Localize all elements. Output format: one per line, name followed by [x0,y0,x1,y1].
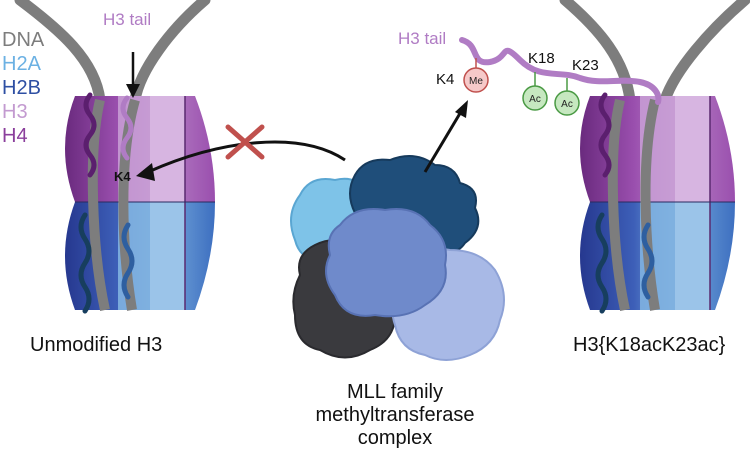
complex-subunit-midblue [325,208,447,318]
left-h2a-panel-light [150,202,185,310]
right-dna-wrap-2 [640,98,660,311]
left-h3-tail-label: H3 tail [103,10,152,29]
left-h2b-tail [78,212,92,314]
legend-h4: H4 [2,125,28,147]
right-k4-label: K4 [436,71,455,88]
right-caption: H3{K18acK23ac} [573,334,726,356]
blocked-arrow [147,140,346,174]
left-h2a-tail [121,222,135,300]
mll-complex [290,155,505,361]
left-h3-tail-squiggle [120,95,134,161]
legend-dna: DNA [2,29,45,51]
right-h2a-panel-light [675,202,710,310]
right-dna-strand-b [659,0,750,106]
me-text: Me [469,76,483,87]
right-h2a-tail [641,222,655,300]
ac-text-1: Ac [529,94,541,105]
right-nucleosome: Me Ac Ac [459,0,750,314]
complex-caption-line-1: MLL family [347,381,443,403]
right-h3-tail-label: H3 tail [398,29,447,48]
ac-text-2: Ac [561,99,573,110]
right-dna-wrap [607,98,630,312]
right-dna-strand-a [559,0,636,106]
right-k18-label: K18 [528,50,555,67]
complex-caption-line-2: methyltransferase [315,404,475,426]
right-h2b-tail [595,212,609,314]
left-dna-wrap [87,98,110,312]
blocked-arrow-head [136,163,155,181]
right-h4-tail [598,92,612,178]
legend: DNA H2A H2B H3 H4 [2,28,44,148]
left-k4-label: K4 [114,169,131,184]
blocked-x-mark [225,124,265,160]
complex-caption-line-3: complex [357,427,433,449]
left-nucleosome [14,0,215,314]
right-h3-panel-light [675,96,710,202]
acetyl-mark-1 [522,85,548,111]
left-tail-pointer-head [126,84,140,98]
methylation-arrow [423,109,464,173]
legend-h2b: H2B [2,77,41,99]
left-h3-panel-light [150,96,185,202]
right-h3-tail [459,37,662,105]
methyl-mark [463,67,489,93]
left-h4-tail [83,92,97,178]
legend-h3: H3 [2,101,28,123]
left-dna-strand-a [14,0,106,106]
complex-caption: MLL family methyltransferase complex [295,381,495,450]
right-k23-label: K23 [572,57,599,74]
methylation-arrow-head [455,100,468,118]
left-dna-strand-b [129,0,211,106]
legend-h2a: H2A [2,53,41,75]
acetyl-mark-2 [554,90,580,116]
left-caption: Unmodified H3 [30,334,163,356]
